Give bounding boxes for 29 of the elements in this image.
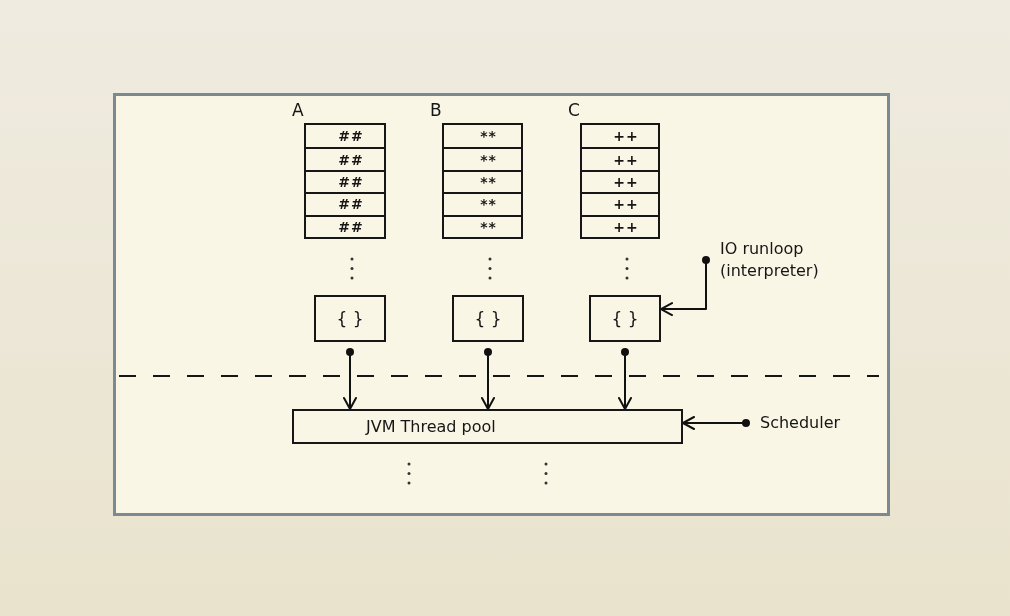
- thread-pool-bar: JVM Thread pool: [292, 409, 683, 444]
- runloop-box: { }: [589, 295, 661, 342]
- stack-label: C: [568, 100, 580, 120]
- stack-label: B: [430, 100, 442, 120]
- stack-frame: ##: [306, 192, 384, 215]
- stack-frame: ++: [582, 214, 658, 237]
- runloop-box: { }: [314, 295, 386, 342]
- annotation-text: IO runloop (interpreter): [720, 238, 842, 284]
- stack-frame: **: [444, 125, 521, 148]
- stack-frame: ++: [582, 125, 658, 148]
- arrow: [343, 348, 357, 410]
- stack-frame: **: [444, 147, 521, 170]
- arrow: [481, 348, 495, 410]
- stack-frame: ##: [306, 125, 384, 148]
- arrow: [682, 416, 750, 430]
- stack-frame: ##: [306, 169, 384, 193]
- stack-frame: ##: [306, 147, 384, 170]
- stack-frame: ++: [582, 192, 658, 215]
- stack-frame: **: [444, 169, 521, 193]
- stack-frame: ##: [306, 214, 384, 237]
- stack-frame: ++: [582, 169, 658, 193]
- stack-frame: **: [444, 214, 521, 237]
- stack-frame: ++: [582, 147, 658, 170]
- stack-label: A: [292, 100, 304, 120]
- arrow: [618, 348, 632, 410]
- arrow: [660, 256, 710, 317]
- annotation-text: Scheduler: [760, 412, 841, 434]
- stack-frame: **: [444, 192, 521, 215]
- runloop-box: { }: [452, 295, 524, 342]
